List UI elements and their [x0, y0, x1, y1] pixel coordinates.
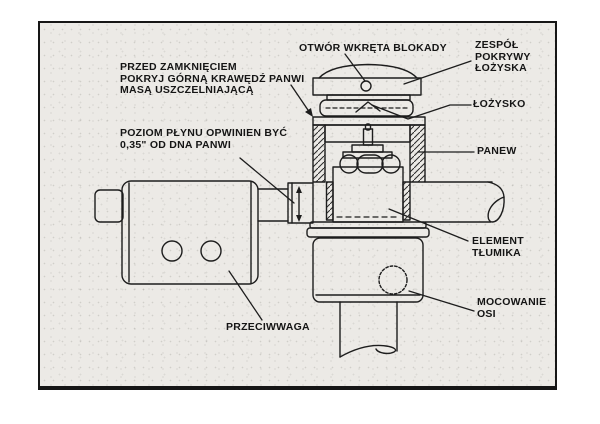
counterweight-label: PRZECIWWAGA: [226, 321, 310, 333]
valve-pin-shape: [339, 123, 401, 174]
right-shaft-shape: [424, 181, 505, 223]
damper-element-label: ELEMENT TŁUMIKA: [472, 235, 524, 259]
leader-lines: [228, 53, 475, 321]
bearing-shell-shape: [312, 116, 426, 221]
bearing-shape: [319, 94, 414, 117]
lock-screw-hole-label: OTWÓR WKRĘTA BLOKADY: [299, 42, 447, 54]
axle-mounting-shape: [312, 237, 424, 303]
diagram-frame: [38, 21, 557, 390]
sealing-note-label: PRZED ZAMKNIĘCIEM POKRYJ GÓRNĄ KRAWĘDŹ P…: [120, 61, 305, 96]
damper-element-shape: [332, 166, 404, 223]
bearing-shell-label: PANEW: [477, 145, 517, 157]
counterweight-shape: [94, 180, 259, 285]
bearing-cover-assembly-label: ZESPÓŁ POKRYWY ŁOŻYSKA: [475, 39, 531, 74]
lock-screw-hole-shape: [360, 80, 372, 92]
fluid-level-section-shape: [257, 182, 314, 224]
bearing-label: ŁOŻYSKO: [473, 98, 526, 110]
axle-mounting-label: MOCOWANIE OSI: [477, 296, 547, 320]
fluid-level-note-label: POZIOM PŁYNU OPWINIEN BYĆ 0,35" OD DNA P…: [120, 127, 288, 151]
bearing-cover-assembly-shape: [312, 63, 422, 96]
lower-shaft-shape: [339, 301, 398, 358]
base-plates-shape: [306, 221, 430, 238]
